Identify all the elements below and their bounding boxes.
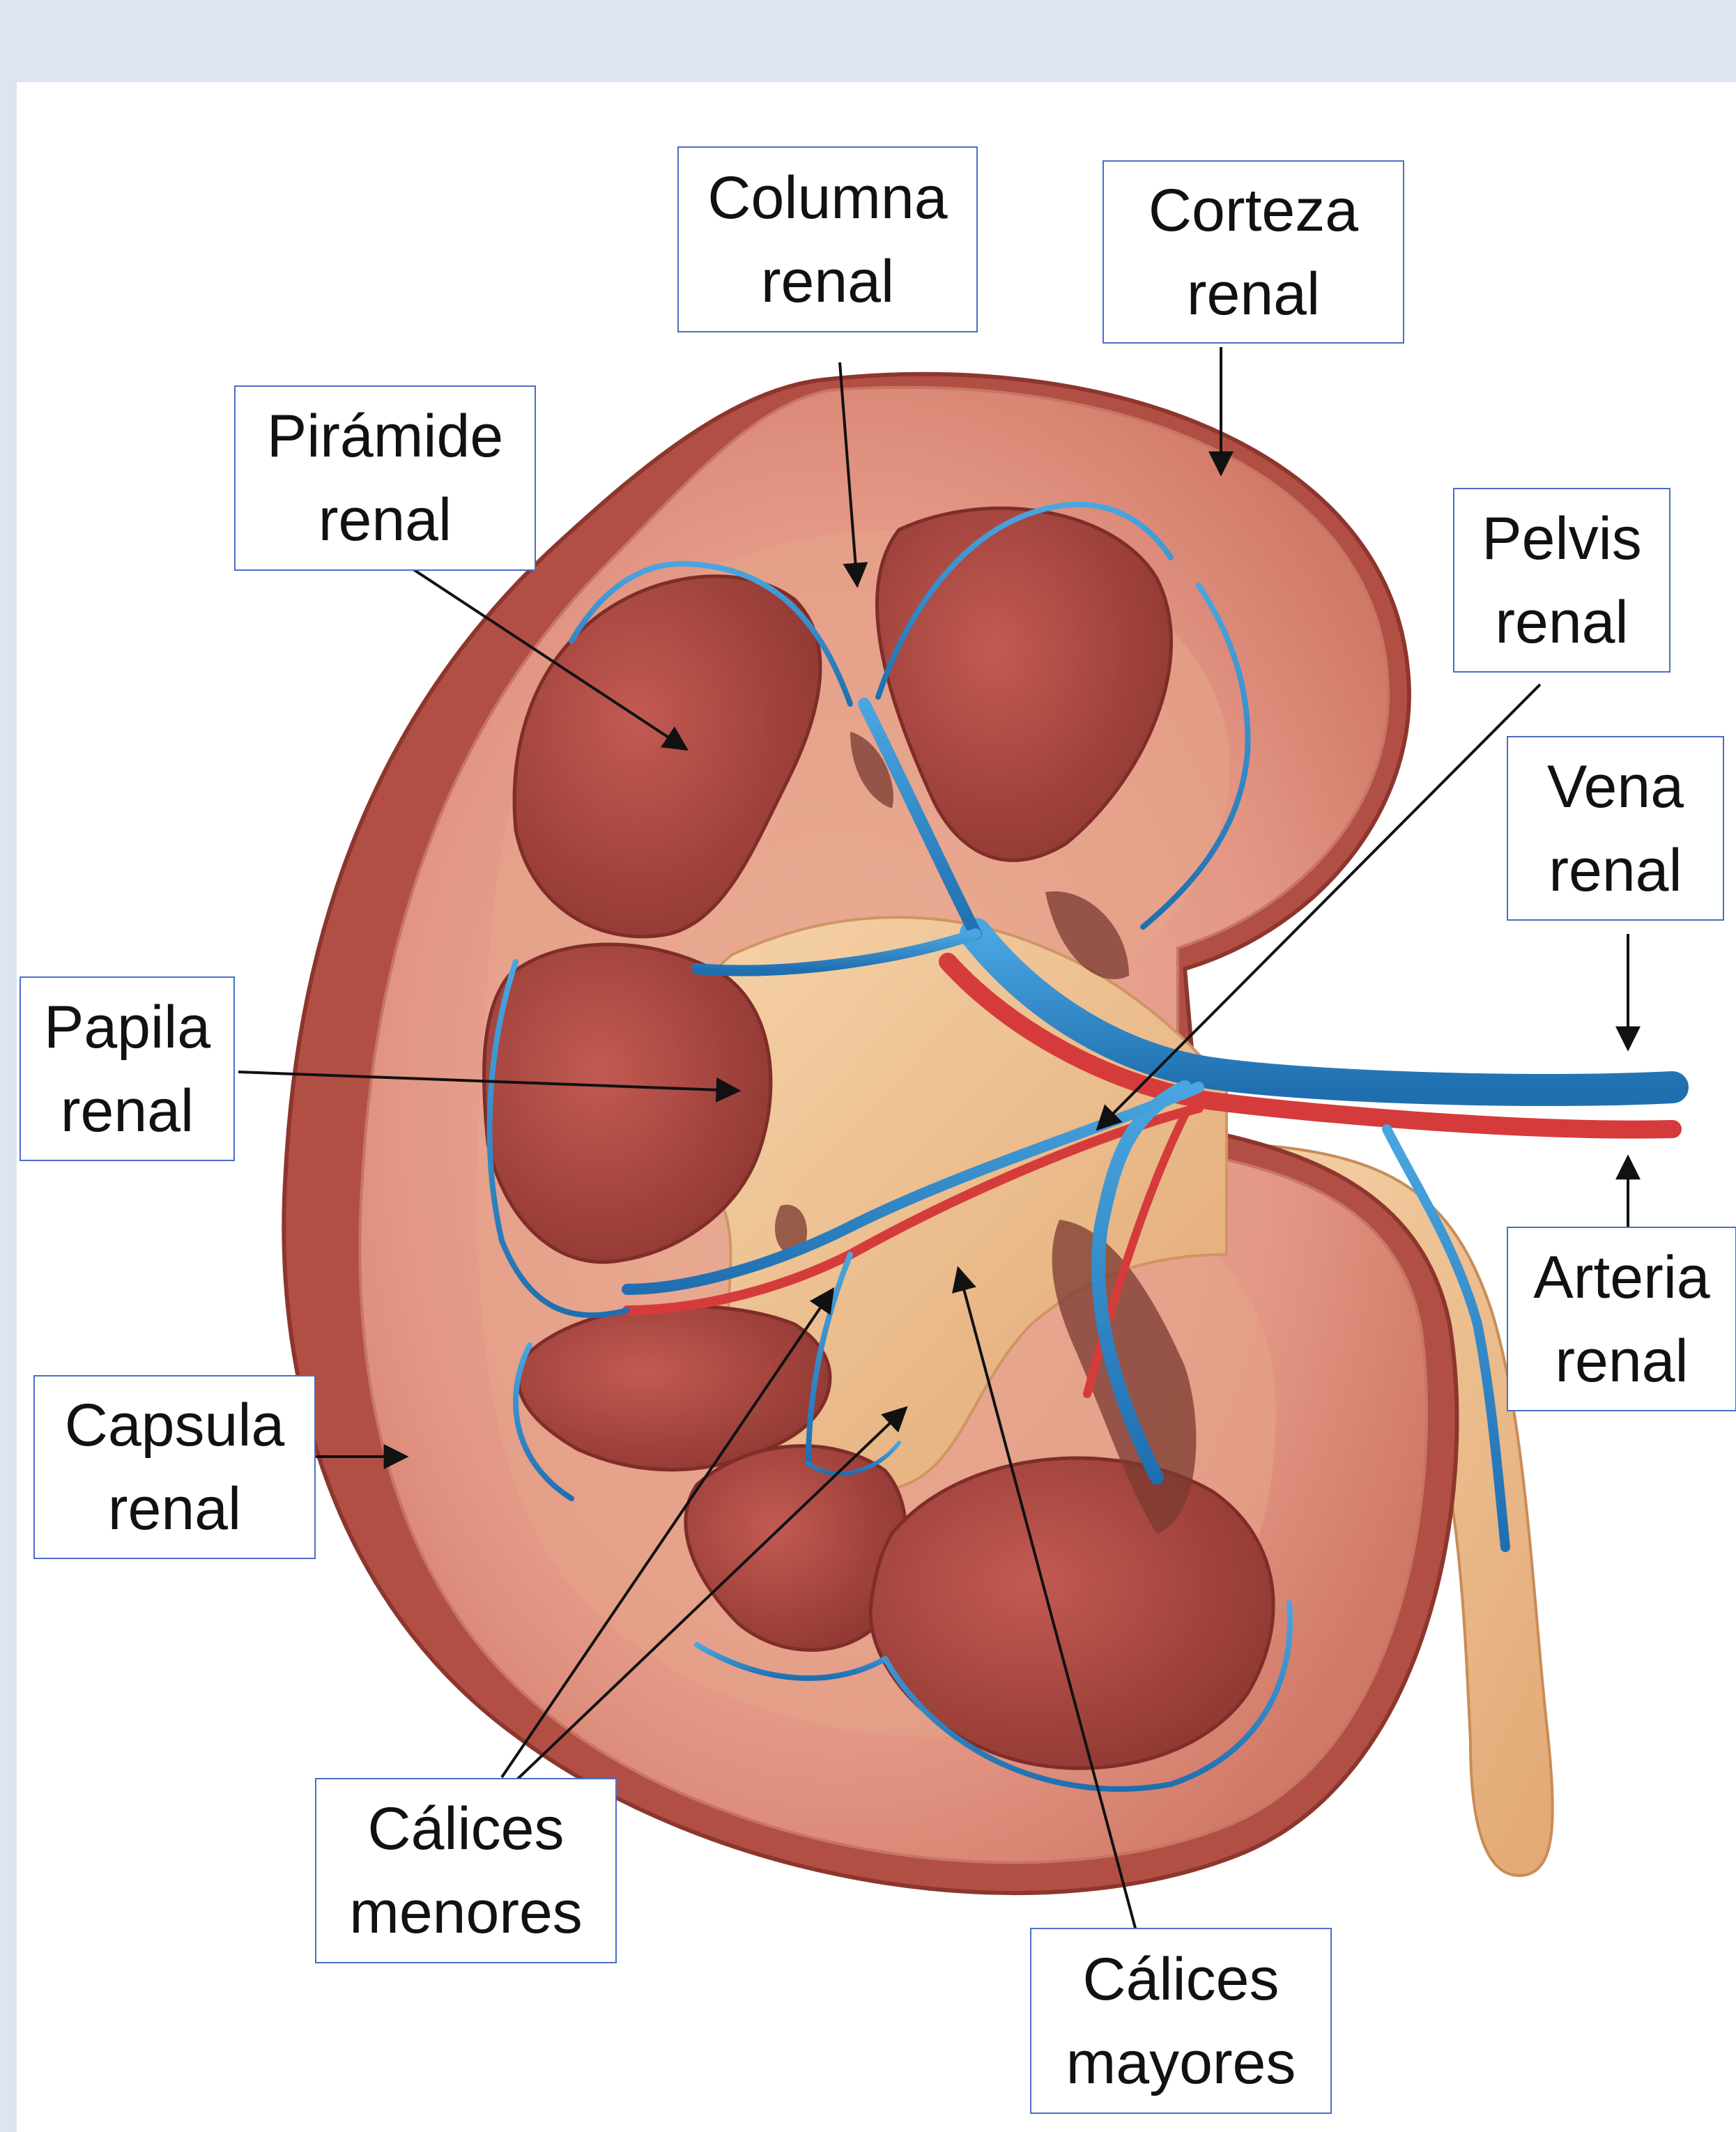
- label-pelvis-renal: Pelvis renal: [1453, 488, 1670, 673]
- label-calices-menores: Cálices menores: [315, 1778, 617, 1963]
- label-papila-renal: Papila renal: [20, 976, 235, 1161]
- label-piramide-renal: Pirámide renal: [234, 385, 536, 571]
- label-corteza-renal: Corteza renal: [1103, 160, 1404, 344]
- label-columna-renal: Columna renal: [677, 146, 978, 332]
- label-vena-renal: Vena renal: [1507, 736, 1724, 921]
- label-calices-mayores: Cálices mayores: [1030, 1928, 1332, 2114]
- label-arteria-renal: Arteria renal: [1507, 1227, 1736, 1411]
- label-capsula-renal: Capsula renal: [33, 1375, 316, 1559]
